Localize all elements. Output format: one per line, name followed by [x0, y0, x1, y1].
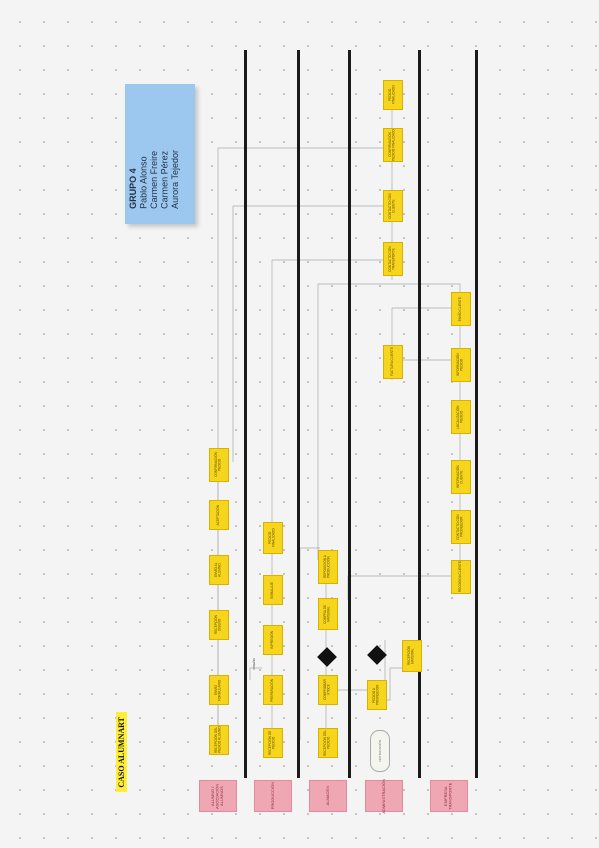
process-note[interactable]: CONTACTO CON CLIENTE — [383, 190, 403, 222]
swimlane-divider — [297, 50, 300, 778]
process-note[interactable]: CONTACTO CON TRANSPORTE — [383, 242, 403, 276]
annotation-tag: DISEÑO — [252, 658, 256, 670]
member-name: Aurora Tejedor — [170, 150, 180, 209]
process-note[interactable]: CONFIRMACIÓN PEDIDO FINALIZADO — [383, 128, 403, 162]
process-note[interactable]: COMPROBAR STOCK — [318, 675, 338, 705]
member-name: Carmen Pérez — [159, 150, 170, 209]
process-note[interactable]: CONFIRMACIÓN PEDIDO — [209, 448, 229, 482]
process-note[interactable]: PEDIDO FINALIZADO — [383, 80, 403, 110]
decision-diamond[interactable] — [317, 647, 337, 667]
swimlane-divider — [348, 50, 351, 778]
member-name: Carmen Freire — [149, 150, 159, 209]
case-title: CASO ALUMNART — [116, 712, 127, 792]
process-note[interactable]: RECOGIDA CLIENTE — [451, 560, 471, 594]
lane-label[interactable]: PRODUCCIÓN — [254, 780, 292, 812]
process-note[interactable]: CONTACTO CON PROVEEDOR — [451, 510, 471, 544]
process-note[interactable]: RECEPCIÓN DE PEDIDO — [263, 728, 283, 758]
process-note[interactable]: IMPRESIÓN — [263, 625, 283, 655]
process-note[interactable]: ENVÍO FORMULARIO — [209, 675, 229, 705]
process-note[interactable]: RECEPCIÓN MATERIAL — [402, 640, 422, 672]
decision-diamond[interactable] — [367, 645, 387, 665]
member-name: Pablo Alonso — [138, 156, 149, 209]
start-event[interactable]: NOTIFICACIÓN — [370, 730, 390, 772]
lane-label[interactable]: EMPRESA TRANSPORTE — [430, 780, 468, 812]
swimlane-divider — [418, 50, 421, 778]
process-note[interactable]: INFORMACIÓN CLIENTE — [451, 460, 471, 494]
process-note[interactable]: RECEPCIÓN DEL PEDIDO ALUMNO — [209, 725, 229, 755]
process-note[interactable]: COMPRA DE MATERIAL — [318, 598, 338, 630]
process-note[interactable]: FACTURA CLIENTE — [383, 345, 403, 379]
swimlane-divider — [244, 50, 247, 778]
group-info: GRUPO 4 Pablo Alonso Carmen Freire Carme… — [128, 150, 181, 209]
process-note[interactable]: REPOSICIÓN A PRODUCCIÓN — [318, 550, 338, 584]
lane-label[interactable]: ALUMNO / ASOCIACIÓN ALUMNOS — [199, 780, 237, 812]
process-note[interactable]: EMBALAJE — [263, 575, 283, 605]
lane-label[interactable]: ADMINISTRACIÓN — [365, 779, 403, 813]
process-note[interactable]: LOCALIZACIÓN PEDIDO — [451, 400, 471, 434]
process-note[interactable]: ENVÍO CLIENTE — [451, 292, 471, 326]
process-note[interactable]: RECEPCIÓN DEL PEDIDO — [318, 728, 338, 758]
process-note[interactable]: ENVÍO AL ALUMNO — [209, 555, 229, 585]
process-note[interactable]: PEDIDO FINALIZADO — [263, 522, 283, 554]
process-note[interactable]: RECEPCIÓN DISEÑO — [209, 610, 229, 640]
process-note[interactable]: ACEPTACIÓN — [209, 500, 229, 530]
swimlane-divider — [475, 50, 478, 778]
lane-label[interactable]: ALMACÉN — [309, 780, 347, 812]
process-note[interactable]: PREPARACIÓN — [263, 675, 283, 705]
group-title: GRUPO 4 — [128, 168, 138, 209]
group-sticky-note[interactable] — [125, 84, 195, 224]
process-note[interactable]: INFORMACIÓN PEDIDO — [451, 348, 471, 382]
process-note[interactable]: PEDIDO A PROVEEDOR — [367, 680, 387, 710]
